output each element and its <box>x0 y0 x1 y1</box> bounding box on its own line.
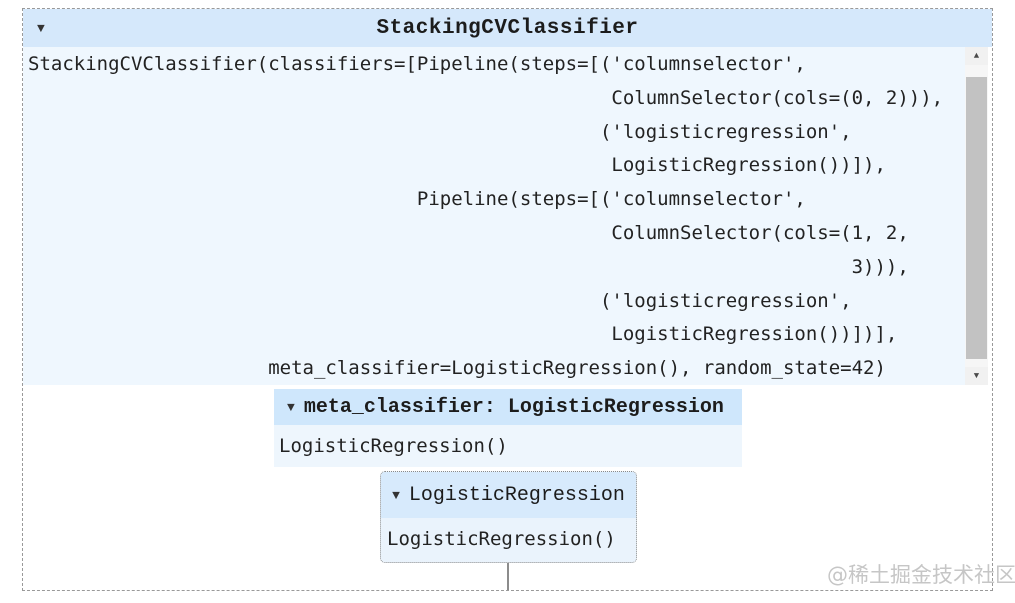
root-estimator-title: StackingCVClassifier <box>376 16 639 40</box>
collapse-toggle-icon[interactable]: ▼ <box>392 487 400 503</box>
logistic-regression-label[interactable]: ▼ LogisticRegression <box>381 472 636 518</box>
vertical-scrollbar[interactable]: ▲ ▼ <box>965 47 988 385</box>
scroll-down-icon: ▼ <box>973 371 980 381</box>
collapse-toggle-icon[interactable]: ▼ <box>287 399 295 415</box>
root-estimator-header[interactable]: ▼ StackingCVClassifier <box>23 9 992 47</box>
meta-classifier-repr: LogisticRegression() <box>274 425 742 467</box>
scroll-down-button[interactable]: ▼ <box>965 367 988 385</box>
scrollbar-thumb[interactable] <box>966 77 987 359</box>
diagram-outer-border <box>22 8 993 591</box>
logistic-regression-title: LogisticRegression <box>408 483 625 507</box>
scroll-up-icon: ▲ <box>973 51 980 61</box>
meta-classifier-title: meta_classifier: LogisticRegression <box>303 395 724 419</box>
logistic-regression-box: ▼ LogisticRegression LogisticRegression(… <box>380 471 637 563</box>
meta-classifier-label[interactable]: ▼ meta_classifier: LogisticRegression <box>274 389 742 425</box>
watermark-text: @稀土掘金技术社区 <box>827 563 1015 587</box>
scroll-up-button[interactable]: ▲ <box>965 47 988 65</box>
connector-line <box>507 563 509 590</box>
estimator-params-code: StackingCVClassifier(classifiers=[Pipeli… <box>23 47 965 385</box>
logistic-regression-repr: LogisticRegression() <box>381 518 636 562</box>
collapse-toggle-icon[interactable]: ▼ <box>37 21 45 36</box>
